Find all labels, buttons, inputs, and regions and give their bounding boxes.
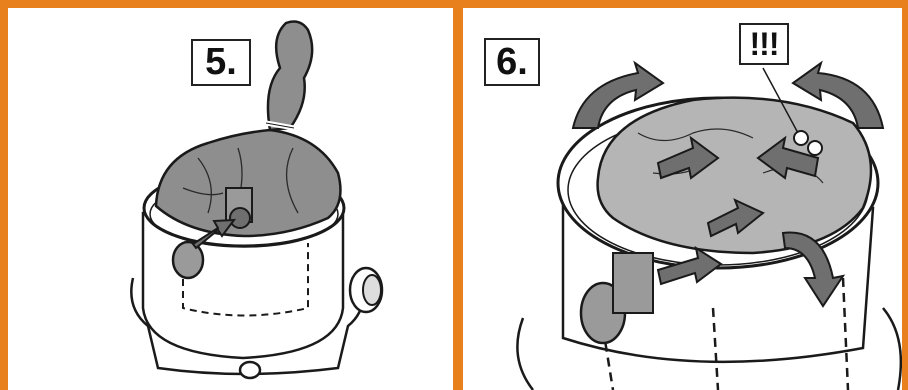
filter-sheet [598,98,871,253]
warning-label: !!! [739,23,789,65]
clip-ring [794,131,808,145]
inlet-port [173,242,203,278]
bag-neck [268,22,312,130]
step-6-panel: 6. !!! [458,0,908,390]
caster-wheel [240,362,260,378]
step-number-label: 5. [191,39,251,86]
bag-flange [613,253,653,313]
step-number-label: 6. [484,38,540,86]
step-5-panel: 5. [0,0,458,390]
